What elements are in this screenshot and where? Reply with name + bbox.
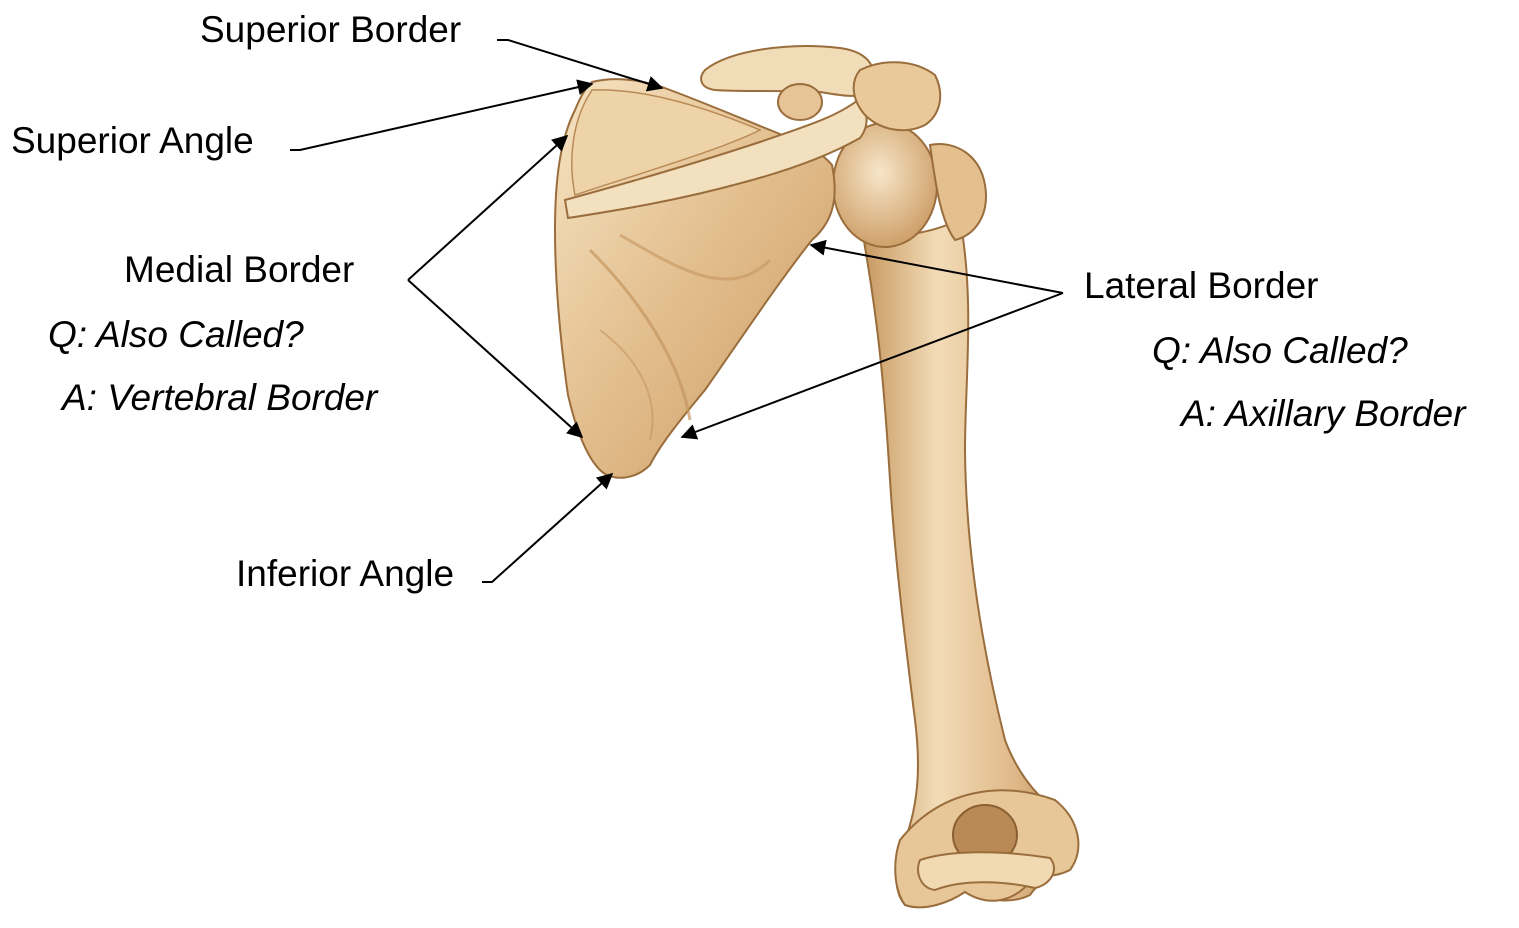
inferior-angle-arrow [482, 474, 612, 582]
lateral-border-question: Q: Also Called? [1152, 332, 1408, 369]
superior-angle-arrow [290, 84, 592, 150]
medial-border-arrow-lower [408, 280, 582, 437]
medial-border-question: Q: Also Called? [48, 316, 304, 353]
medial-border-arrow-upper [408, 136, 567, 280]
lateral-border-answer: A: Axillary Border [1181, 395, 1465, 432]
medial-border-label: Medial Border [124, 251, 354, 288]
superior-border-label: Superior Border [200, 11, 461, 48]
medial-border-answer: A: Vertebral Border [62, 379, 377, 416]
lateral-border-label: Lateral Border [1084, 267, 1318, 304]
superior-border-arrow [497, 40, 662, 88]
lateral-border-arrow-upper [811, 245, 1063, 293]
inferior-angle-label: Inferior Angle [236, 555, 454, 592]
superior-angle-label: Superior Angle [11, 122, 254, 159]
lateral-border-arrow-lower [682, 293, 1063, 437]
